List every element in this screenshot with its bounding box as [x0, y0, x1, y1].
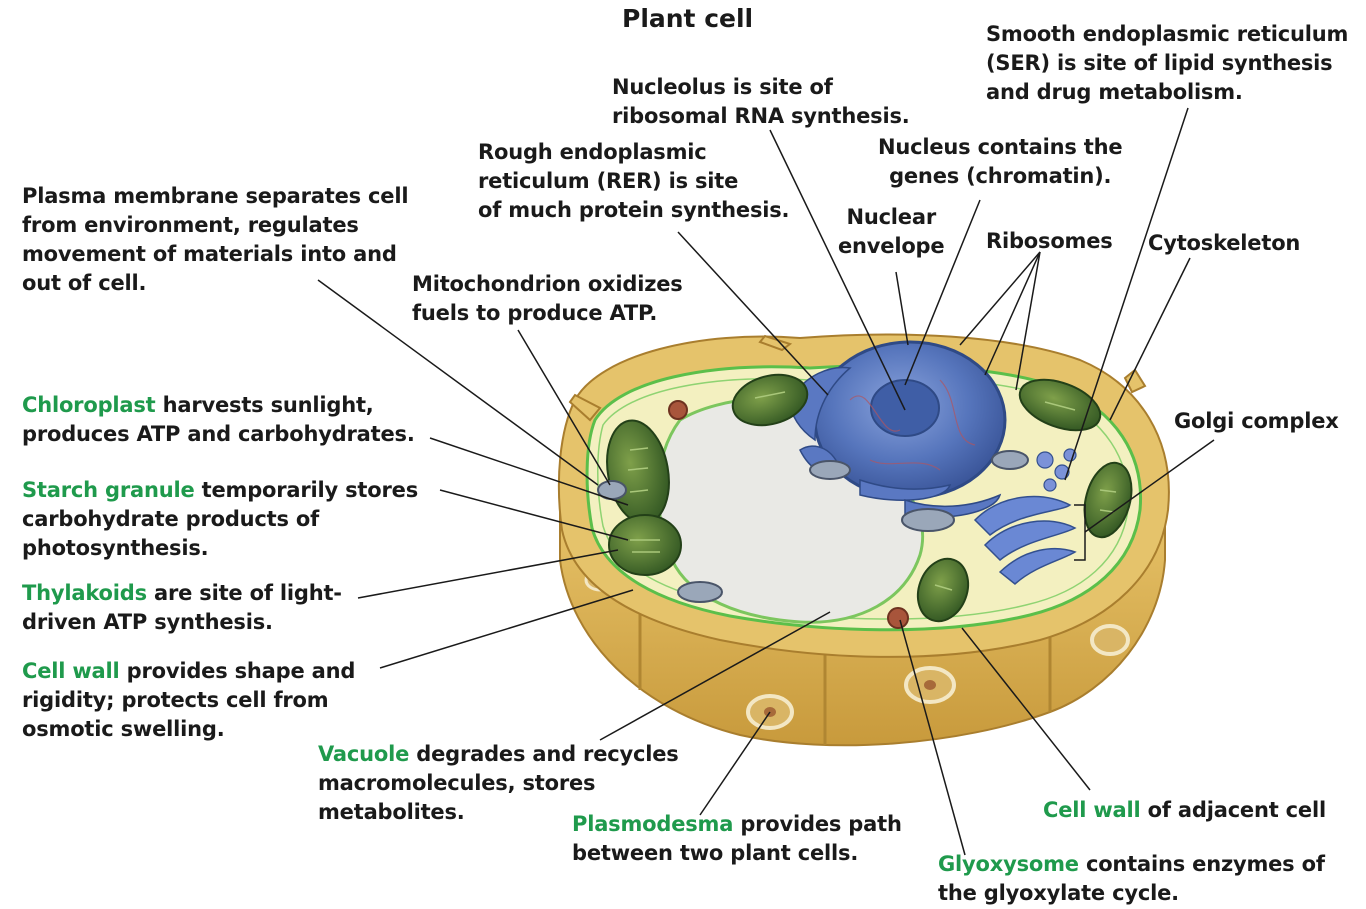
label-rer-line-2: reticulum (RER) is site	[478, 167, 789, 196]
label-cell-wall-adjacent-line-1: Cell wall of adjacent cell	[1043, 796, 1326, 825]
label-starch-rest: temporarily stores	[195, 478, 418, 502]
term-plasmodesma: Plasmodesma	[572, 812, 733, 836]
label-glyoxysome: Glyoxysome contains enzymes of the glyox…	[938, 850, 1325, 908]
diagram-title: Plant cell	[622, 4, 753, 33]
label-golgi: Golgi complex	[1174, 407, 1339, 436]
label-vacuole-line-1: Vacuole degrades and recycles	[318, 740, 679, 769]
label-vacuole-line-2: macromolecules, stores	[318, 769, 679, 798]
label-ser: Smooth endoplasmic reticulum (SER) is si…	[986, 20, 1348, 107]
label-rer-line-3: of much protein synthesis.	[478, 196, 789, 225]
label-cytoskeleton: Cytoskeleton	[1148, 229, 1300, 258]
label-cell-wall-line-1: Cell wall provides shape and	[22, 657, 355, 686]
label-ser-line-1: Smooth endoplasmic reticulum	[986, 20, 1348, 49]
label-ser-line-3: and drug metabolism.	[986, 78, 1348, 107]
label-plasma-membrane: Plasma membrane separates cell from envi…	[22, 182, 408, 298]
label-nucleolus-line-2: ribosomal RNA synthesis.	[612, 102, 910, 131]
term-thylakoids: Thylakoids	[22, 581, 147, 605]
label-plasmodesma-line-2: between two plant cells.	[572, 839, 902, 868]
label-nucleolus-line-1: Nucleolus is site of	[612, 73, 910, 102]
label-thylakoids-line-1: Thylakoids are site of light-	[22, 579, 342, 608]
label-cell-wall: Cell wall provides shape and rigidity; p…	[22, 657, 355, 744]
label-cell-wall-adjacent-rest: of adjacent cell	[1141, 798, 1326, 822]
label-thylakoids: Thylakoids are site of light- driven ATP…	[22, 579, 342, 637]
label-starch-line-1: Starch granule temporarily stores	[22, 476, 418, 505]
term-glyoxysome: Glyoxysome	[938, 852, 1079, 876]
term-cell-wall-adjacent: Cell wall	[1043, 798, 1141, 822]
label-nucleus-line-1: Nucleus contains the	[878, 133, 1122, 162]
term-cell-wall: Cell wall	[22, 659, 120, 683]
label-rer: Rough endoplasmic reticulum (RER) is sit…	[478, 138, 789, 225]
label-plasma-membrane-line-3: movement of materials into and	[22, 240, 408, 269]
label-mitochondrion-line-2: fuels to produce ATP.	[412, 299, 683, 328]
label-starch-granule: Starch granule temporarily stores carboh…	[22, 476, 418, 563]
label-cell-wall-adjacent: Cell wall of adjacent cell	[1043, 796, 1326, 825]
label-nuclear-envelope-line-2: envelope	[838, 232, 944, 261]
label-thylakoids-rest: are site of light-	[147, 581, 342, 605]
label-nuclear-envelope: Nuclear envelope	[838, 203, 944, 261]
label-glyoxysome-line-2: the glyoxylate cycle.	[938, 879, 1325, 908]
label-chloroplast-line-2: produces ATP and carbohydrates.	[22, 420, 415, 449]
label-chloroplast: Chloroplast harvests sunlight, produces …	[22, 391, 415, 449]
label-nucleus-line-2: genes (chromatin).	[878, 162, 1122, 191]
label-cell-wall-rest: provides shape and	[120, 659, 356, 683]
label-starch-line-3: photosynthesis.	[22, 534, 418, 563]
label-chloroplast-line-1: Chloroplast harvests sunlight,	[22, 391, 415, 420]
label-nucleus: Nucleus contains the genes (chromatin).	[878, 133, 1122, 191]
label-glyoxysome-rest: contains enzymes of	[1079, 852, 1325, 876]
label-mitochondrion-line-1: Mitochondrion oxidizes	[412, 270, 683, 299]
label-mitochondrion: Mitochondrion oxidizes fuels to produce …	[412, 270, 683, 328]
label-nucleolus: Nucleolus is site of ribosomal RNA synth…	[612, 73, 910, 131]
label-ribosomes: Ribosomes	[986, 227, 1113, 256]
term-starch-granule: Starch granule	[22, 478, 195, 502]
term-vacuole: Vacuole	[318, 742, 409, 766]
label-cell-wall-line-3: osmotic swelling.	[22, 715, 355, 744]
label-cell-wall-line-2: rigidity; protects cell from	[22, 686, 355, 715]
label-glyoxysome-line-1: Glyoxysome contains enzymes of	[938, 850, 1325, 879]
label-chloroplast-rest: harvests sunlight,	[156, 393, 374, 417]
label-starch-line-2: carbohydrate products of	[22, 505, 418, 534]
label-plasma-membrane-line-4: out of cell.	[22, 269, 408, 298]
label-thylakoids-line-2: driven ATP synthesis.	[22, 608, 342, 637]
label-rer-line-1: Rough endoplasmic	[478, 138, 789, 167]
nucleolus	[871, 380, 939, 436]
label-ser-line-2: (SER) is site of lipid synthesis	[986, 49, 1348, 78]
label-plasma-membrane-line-2: from environment, regulates	[22, 211, 408, 240]
label-plasmodesma-line-1: Plasmodesma provides path	[572, 810, 902, 839]
label-nuclear-envelope-line-1: Nuclear	[838, 203, 944, 232]
label-plasmodesma: Plasmodesma provides path between two pl…	[572, 810, 902, 868]
label-vacuole-rest: degrades and recycles	[409, 742, 678, 766]
term-chloroplast: Chloroplast	[22, 393, 156, 417]
label-plasmodesma-rest: provides path	[733, 812, 902, 836]
label-plasma-membrane-line-1: Plasma membrane separates cell	[22, 182, 408, 211]
